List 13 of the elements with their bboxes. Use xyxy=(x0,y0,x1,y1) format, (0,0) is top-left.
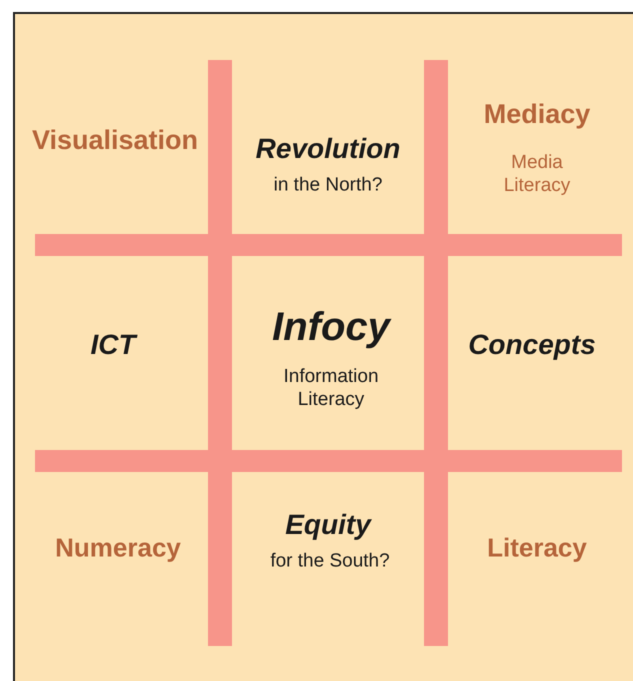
cell-heading: Literacy xyxy=(486,532,588,564)
cell-heading: ICT xyxy=(89,328,138,362)
center-subtitle: Information Literacy xyxy=(282,366,380,412)
cell-heading: Numeracy xyxy=(54,532,182,564)
cell-heading: Revolution xyxy=(254,132,402,166)
cell-subtitle: Media Literacy xyxy=(502,152,572,198)
cell-heading: Mediacy xyxy=(482,98,592,130)
cell-heading: Visualisation xyxy=(30,124,200,156)
cell-subtitle: in the North? xyxy=(272,174,384,198)
center-heading: Infocy xyxy=(271,304,392,351)
cell-subtitle: for the South? xyxy=(269,550,391,574)
cell-heading: Equity xyxy=(284,508,373,542)
cell-heading: Concepts xyxy=(467,328,597,362)
